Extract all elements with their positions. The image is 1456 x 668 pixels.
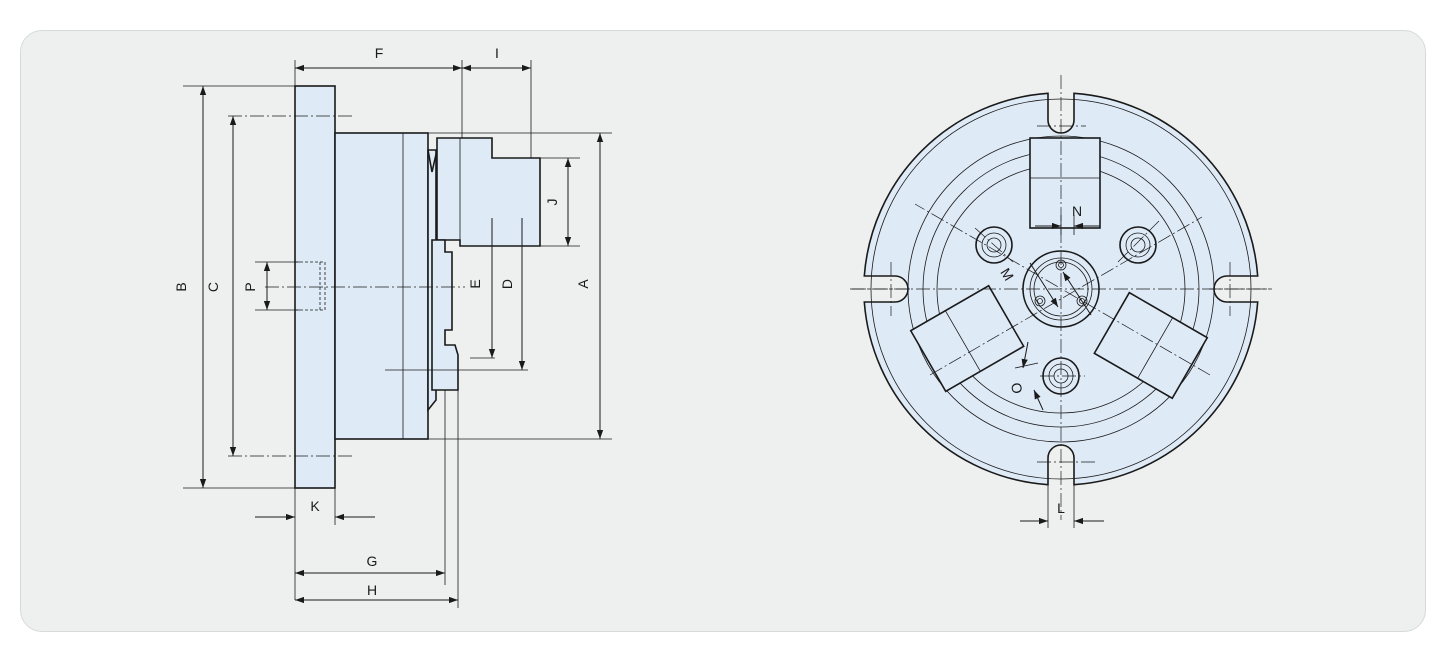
- chuck-body: [334, 132, 429, 440]
- label-n: N: [1072, 203, 1082, 219]
- label-i: I: [495, 45, 499, 61]
- label-c: C: [205, 282, 221, 292]
- center-bore: [431, 239, 459, 391]
- jaw-lower-right: [1093, 291, 1209, 400]
- label-a: A: [575, 279, 591, 289]
- label-d: D: [499, 279, 515, 289]
- jaw-top: [1029, 137, 1101, 229]
- jaw-lower-left: [909, 284, 1025, 393]
- label-e: E: [467, 279, 483, 288]
- label-h: H: [367, 582, 377, 598]
- label-k: K: [310, 498, 320, 514]
- side-view: F I B C P E D A J K G H: [173, 45, 612, 608]
- label-g: G: [367, 553, 378, 569]
- front-view: N L M O: [850, 75, 1272, 528]
- label-p: P: [242, 282, 258, 291]
- label-j: J: [544, 199, 560, 206]
- label-b: B: [173, 282, 189, 291]
- label-l: L: [1057, 500, 1065, 516]
- label-o: O: [1008, 381, 1026, 395]
- mounting-hole-right: [1119, 226, 1157, 264]
- jaw: [436, 137, 541, 247]
- label-f: F: [375, 45, 384, 61]
